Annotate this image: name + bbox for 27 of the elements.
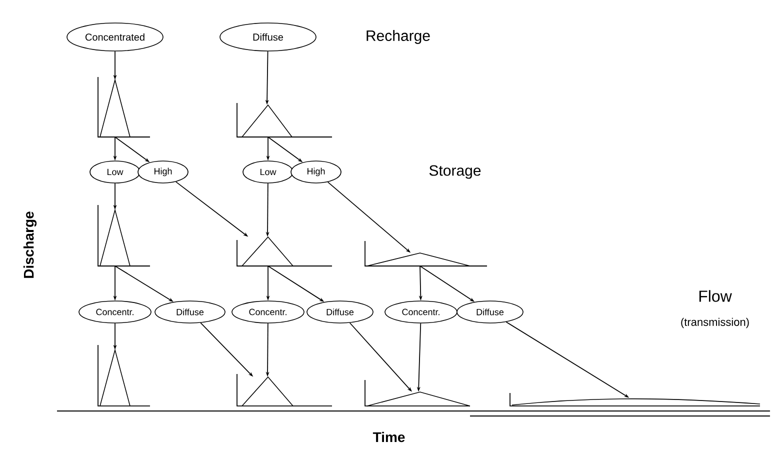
ellipse-node: Concentr. — [78, 300, 152, 324]
hydrograph — [364, 380, 470, 406]
hydrograph — [236, 102, 332, 138]
ellipse-node: Concentr. — [384, 300, 458, 324]
hydrograph — [364, 240, 488, 266]
ellipse-node: Diffuse — [154, 300, 226, 324]
ellipse-node: Low — [90, 160, 140, 184]
axis-label: Time — [372, 432, 405, 442]
hydrograph — [98, 344, 150, 406]
label-text: Flow — [699, 290, 732, 302]
ellipse-node: Diffuse — [456, 300, 524, 324]
label-text: Storage — [429, 165, 481, 179]
ellipse-node: Low — [242, 160, 294, 184]
ellipse-node: Concentr. — [232, 300, 304, 324]
hydrograph — [98, 204, 150, 266]
ellipse-node: Diffuse — [220, 22, 316, 52]
hydrograph — [236, 374, 332, 406]
axis-label: Discharge — [23, 212, 37, 278]
label-text: Recharge — [366, 30, 430, 44]
ellipse-node: High — [290, 160, 342, 184]
hydrograph — [510, 392, 760, 406]
ellipse-node: High — [138, 160, 188, 184]
hydrograph — [236, 236, 332, 266]
label-text: (transmission) — [681, 318, 749, 328]
ellipse-node: Concentrated — [66, 22, 164, 52]
ellipse-node: Diffuse — [306, 300, 374, 324]
hydrograph — [98, 76, 150, 138]
